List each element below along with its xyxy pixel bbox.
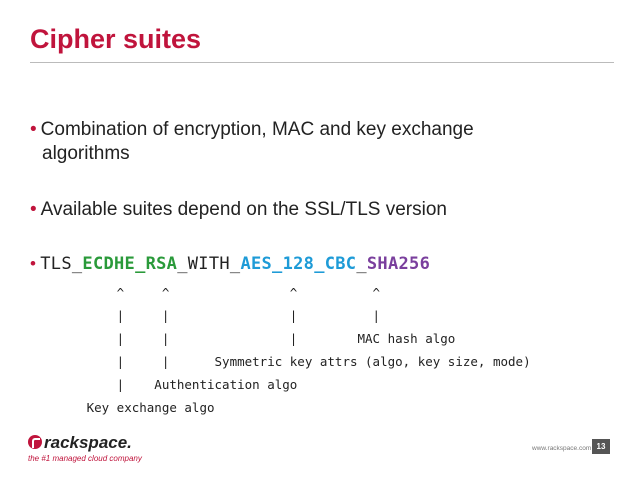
suite-mac: SHA256 xyxy=(366,254,431,274)
diagram-line: | Authentication algo xyxy=(64,377,298,392)
bullet-combination: •Combination of encryption, MAC and key … xyxy=(30,118,590,166)
slide-title: Cipher suites xyxy=(30,24,202,54)
rackspace-logo: rackspace. the #1 managed cloud company xyxy=(28,433,142,463)
diagram-line: | | Symmetric key attrs (algo, key size,… xyxy=(64,354,531,369)
diagram-line: Key exchange algo xyxy=(64,400,215,415)
footer-url: www.rackspace.com xyxy=(532,445,592,452)
bullet-text-line1: Combination of encryption, MAC and key e… xyxy=(40,119,474,140)
title-divider xyxy=(30,62,614,63)
suite-with: _WITH_ xyxy=(177,254,241,274)
rackspace-r-icon xyxy=(28,435,42,449)
bullet-text-line2: algorithms xyxy=(42,143,130,164)
logo-tagline: the #1 managed cloud company xyxy=(28,454,142,463)
suite-separator: _ xyxy=(356,254,367,274)
suite-annotation-diagram: ^ ^ ^ ^ | | | | | | | MAC hash algo | | … xyxy=(64,281,531,419)
logo-wordmark: rackspace. xyxy=(44,433,132,452)
bullet-available-suites: •Available suites depend on the SSL/TLS … xyxy=(30,198,447,222)
page-number: 13 xyxy=(592,439,610,454)
suite-prefix: TLS_ xyxy=(40,254,83,274)
bullet-dot: • xyxy=(30,199,37,220)
diagram-line: | | | MAC hash algo xyxy=(64,331,456,346)
diagram-line: | | | | xyxy=(64,308,381,323)
bullet-text: Available suites depend on the SSL/TLS v… xyxy=(40,199,447,220)
suite-key-exchange: ECDHE_RSA xyxy=(82,254,178,274)
bullet-cipher-suite-example: •TLS_ECDHE_RSA_WITH_AES_128_CBC_SHA256 xyxy=(30,252,430,276)
suite-cipher: AES_128_CBC xyxy=(240,254,357,274)
diagram-line: ^ ^ ^ ^ xyxy=(64,285,381,300)
bullet-dot: • xyxy=(30,119,37,140)
bullet-dot: • xyxy=(30,254,37,273)
